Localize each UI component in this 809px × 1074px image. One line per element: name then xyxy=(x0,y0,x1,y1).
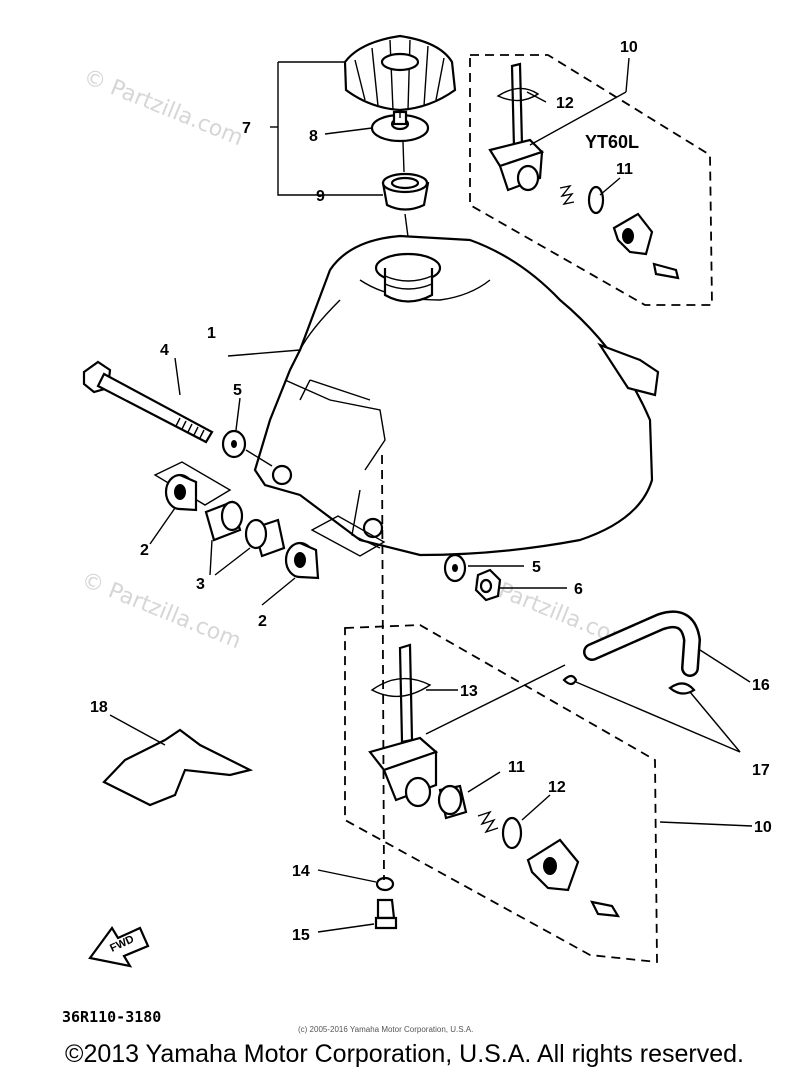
screw xyxy=(652,262,680,280)
fuel-cap xyxy=(343,34,457,112)
callout: 11 xyxy=(616,161,633,178)
callout: 1 xyxy=(207,325,216,342)
callout: 8 xyxy=(309,128,318,145)
leader-line xyxy=(381,454,385,881)
screw xyxy=(590,900,621,918)
bolt xyxy=(82,360,214,444)
cap-seal xyxy=(381,172,430,211)
callout: 15 xyxy=(292,927,310,944)
nut xyxy=(474,568,502,602)
collar xyxy=(244,518,286,558)
copyright-footer: ©2013 Yamaha Motor Corporation, U.S.A. A… xyxy=(65,1040,744,1068)
callout: 13 xyxy=(460,683,478,700)
variant-label: YT60L xyxy=(585,132,639,152)
fuel-cock xyxy=(488,62,545,192)
lever xyxy=(526,838,580,892)
watermark: © Partzilla.com xyxy=(78,567,245,654)
hose-clip xyxy=(562,674,578,686)
washer xyxy=(221,429,247,459)
drain-bolt xyxy=(374,898,398,930)
collar xyxy=(204,500,244,542)
callout: 11 xyxy=(508,759,525,776)
gasket xyxy=(375,876,395,892)
spring xyxy=(559,184,575,206)
callout: 17 xyxy=(752,762,770,779)
assembly-outline xyxy=(344,624,658,963)
diagram-reference: 36R110-3180 xyxy=(62,1008,161,1026)
callout: 12 xyxy=(556,95,574,112)
callout: 9 xyxy=(316,188,325,205)
watermark: © Partzilla.com xyxy=(80,64,247,151)
assembly-outline xyxy=(469,54,713,306)
spring xyxy=(477,810,499,834)
fuel-hose xyxy=(583,610,702,677)
callout: 2 xyxy=(258,613,267,630)
decal xyxy=(102,728,254,807)
fuel-cock xyxy=(368,643,439,808)
damper xyxy=(164,473,198,512)
callout: 6 xyxy=(574,581,583,598)
callout: 12 xyxy=(548,779,566,796)
lever xyxy=(612,212,654,256)
callout: 16 xyxy=(752,677,770,694)
leader-line xyxy=(277,61,383,196)
callout: 5 xyxy=(532,559,541,576)
small-copyright: (c) 2005-2016 Yamaha Motor Corporation, … xyxy=(298,1025,473,1034)
washer xyxy=(443,553,467,583)
callout: 5 xyxy=(233,382,242,399)
filter-cup xyxy=(437,784,468,820)
callout: 3 xyxy=(196,576,205,593)
hose-clip xyxy=(668,682,696,695)
callout: 4 xyxy=(160,342,169,359)
callout: 2 xyxy=(140,542,149,559)
callout: 14 xyxy=(292,863,310,880)
callout: 7 xyxy=(242,120,251,137)
fwd-arrow: FWD xyxy=(88,926,150,968)
o-ring xyxy=(587,185,605,215)
callout: 10 xyxy=(754,819,772,836)
callout: 10 xyxy=(620,39,638,56)
damper xyxy=(284,541,320,580)
fuel-tank xyxy=(253,234,660,557)
o-ring xyxy=(501,816,523,850)
callout: 18 xyxy=(90,699,108,716)
